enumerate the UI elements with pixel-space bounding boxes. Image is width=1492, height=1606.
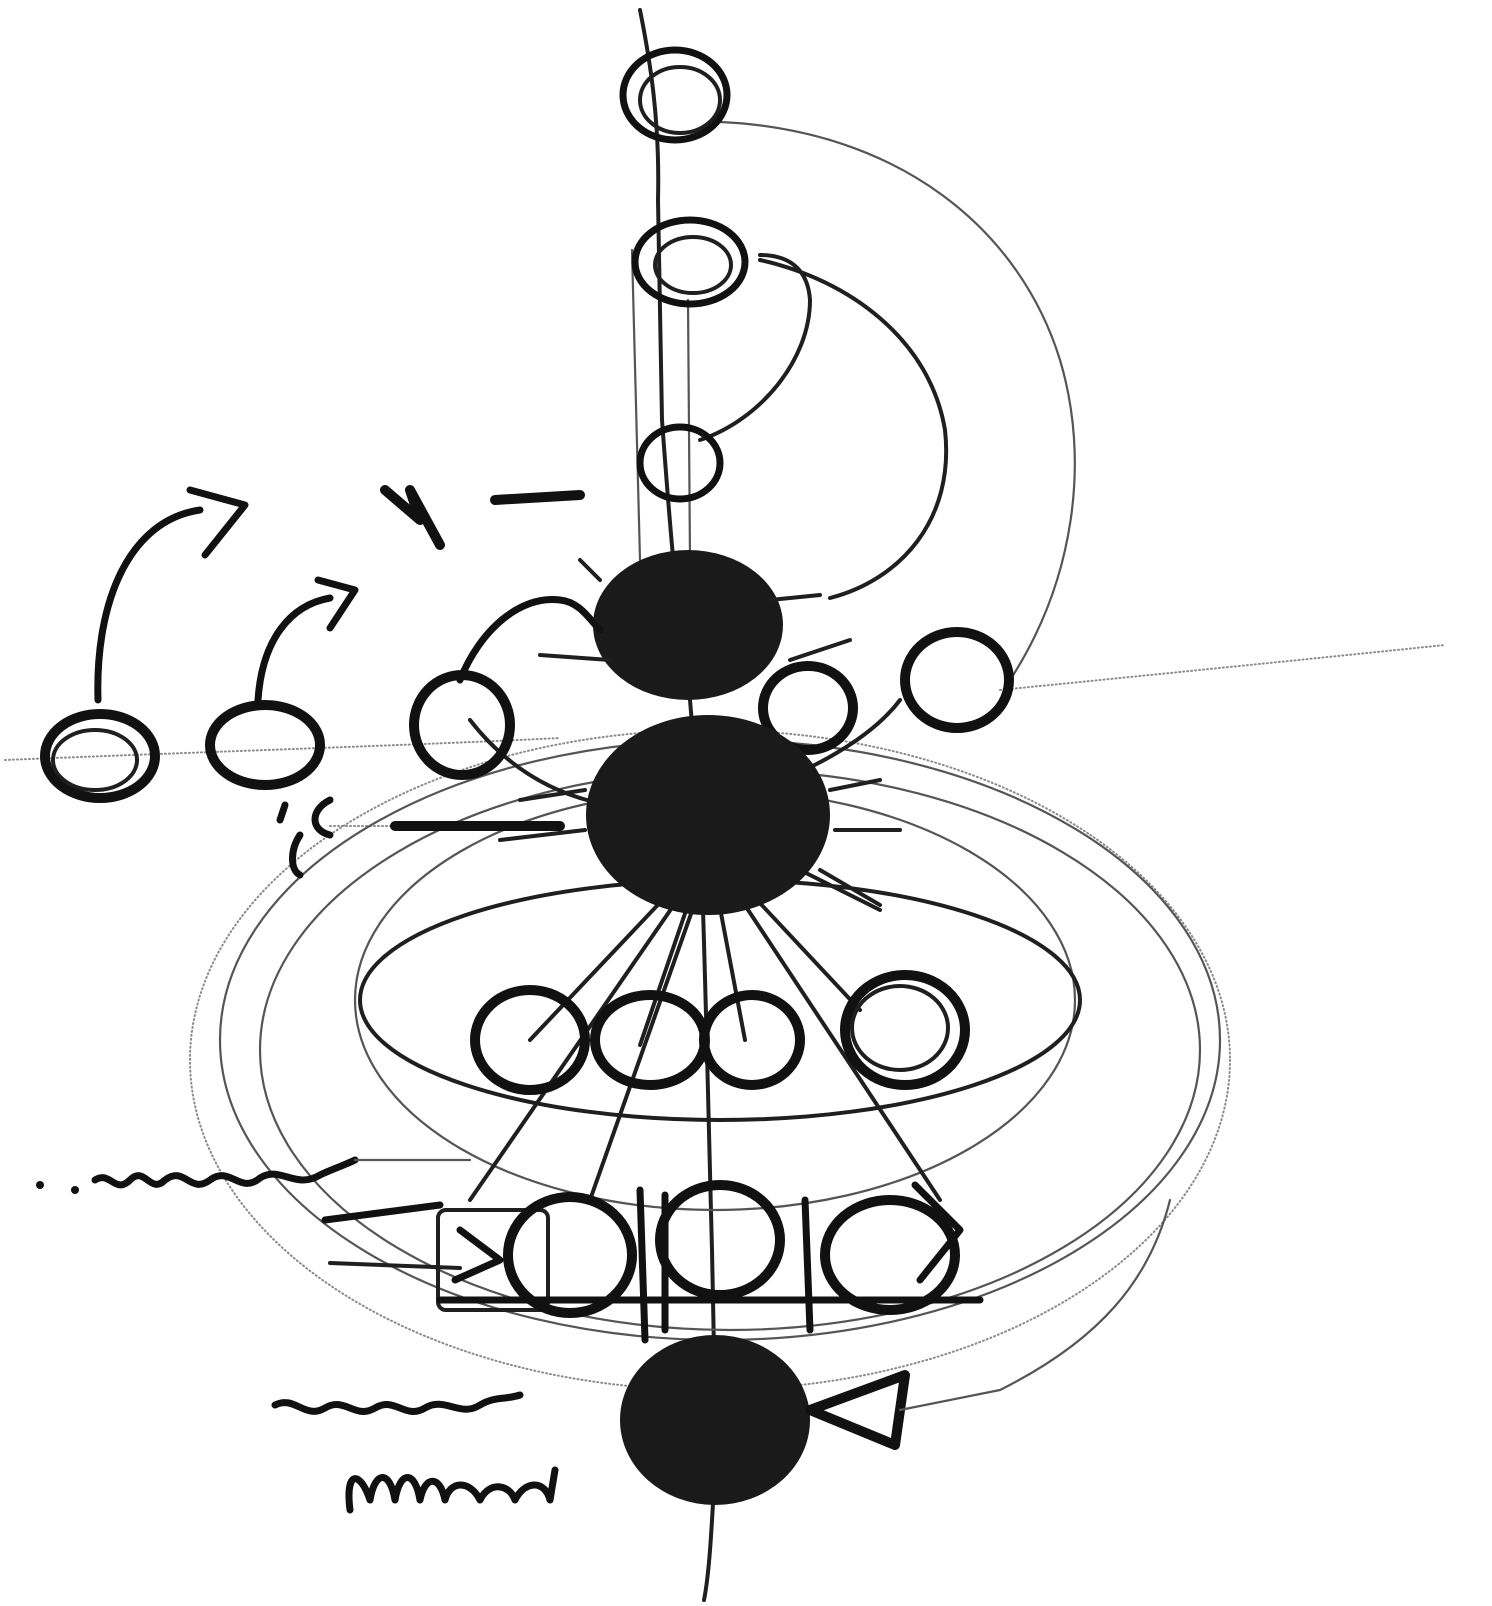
node-ring-row-middle [475,975,965,1090]
node-ring-3 [640,427,720,499]
scribble-mark-icon [36,1160,555,1510]
node-ring-right-2 [905,632,1009,728]
node-solid-bottom [620,1200,1170,1505]
node-solid-upper [540,550,850,700]
node-ring-2 [635,220,745,304]
node-ring-left-3 [414,675,510,775]
node-ring-1 [623,50,727,140]
scribble-mark-icon [385,490,580,545]
arrow-icon [98,490,600,700]
node-ring-left-2 [210,705,320,785]
